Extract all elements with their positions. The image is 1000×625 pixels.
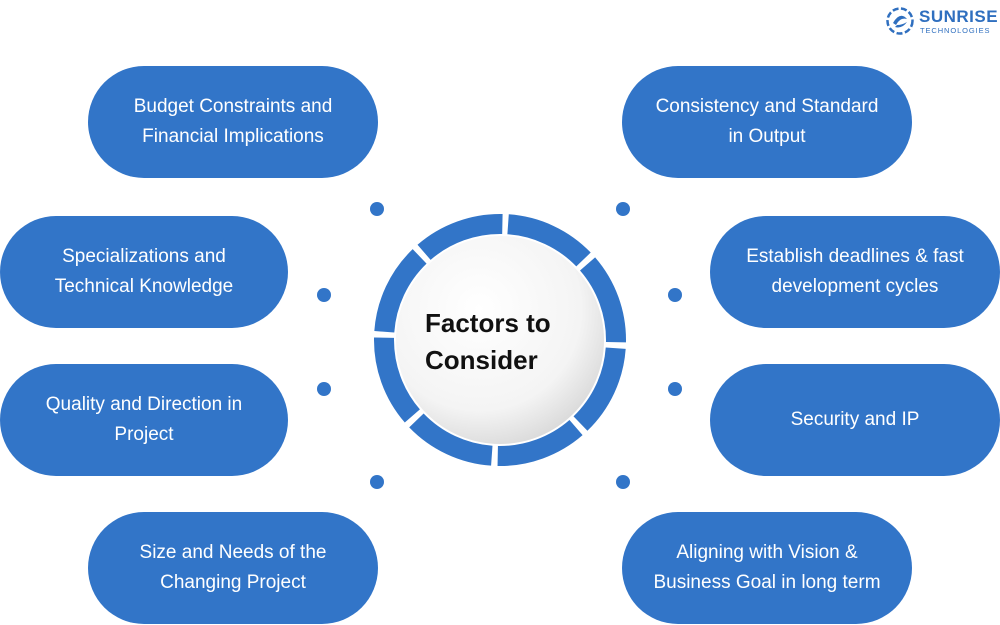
factor-specializations-line2: Technical Knowledge xyxy=(54,276,234,297)
factor-budget-pill: Budget Constraints and Financial Implica… xyxy=(88,66,378,178)
factor-size-pill: Size and Needs of the Changing Project xyxy=(88,512,378,624)
connector-dot xyxy=(317,288,331,302)
factor-vision-pill: Aligning with Vision & Business Goal in … xyxy=(622,512,912,624)
factor-specializations-pill: Specializations and Technical Knowledge xyxy=(0,216,288,328)
factor-quality-line1: Quality and Direction in xyxy=(45,394,243,415)
factor-consistency-pill: Consistency and Standard in Output xyxy=(622,66,912,178)
factor-budget-line1: Budget Constraints and xyxy=(133,96,333,117)
factor-security-pill: Security and IP xyxy=(710,364,1000,476)
factor-consistency-line1: Consistency and Standard xyxy=(655,96,879,117)
sunrise-logo-icon xyxy=(886,7,914,35)
factor-budget-line2: Financial Implications xyxy=(142,126,324,147)
connector-dot xyxy=(370,202,384,216)
connector-dot xyxy=(370,475,384,489)
center-title-line2: Consider xyxy=(425,345,538,375)
logo-subtitle: TECHNOLOGIES xyxy=(920,26,991,35)
factor-vision-line2: Business Goal in long term xyxy=(653,572,881,593)
center-title-line1: Factors to xyxy=(425,308,551,338)
center-hub xyxy=(374,214,626,466)
factor-deadlines-line1: Establish deadlines & fast xyxy=(746,246,964,267)
connector-dot xyxy=(616,202,630,216)
factor-specializations-line1: Specializations and xyxy=(62,246,226,267)
factor-security-line1: Security and IP xyxy=(790,409,920,430)
connector-dot xyxy=(668,288,682,302)
factor-consistency-line2: in Output xyxy=(728,126,806,147)
factor-deadlines-line2: development cycles xyxy=(771,276,939,297)
logo-name: SUNRISE xyxy=(919,7,999,26)
factor-quality-line2: Project xyxy=(114,424,174,445)
brand-logo: SUNRISE TECHNOLOGIES xyxy=(886,6,999,40)
factor-vision-line1: Aligning with Vision & xyxy=(676,542,858,563)
connector-dot xyxy=(616,475,630,489)
connector-dot xyxy=(317,382,331,396)
factor-deadlines-pill: Establish deadlines & fast development c… xyxy=(710,216,1000,328)
center-title: Factors to Consider xyxy=(400,305,590,379)
factor-size-line2: Changing Project xyxy=(160,572,306,593)
connector-dot xyxy=(668,382,682,396)
center-disc xyxy=(396,236,604,444)
factor-quality-pill: Quality and Direction in Project xyxy=(0,364,288,476)
factor-size-line1: Size and Needs of the xyxy=(139,542,327,563)
